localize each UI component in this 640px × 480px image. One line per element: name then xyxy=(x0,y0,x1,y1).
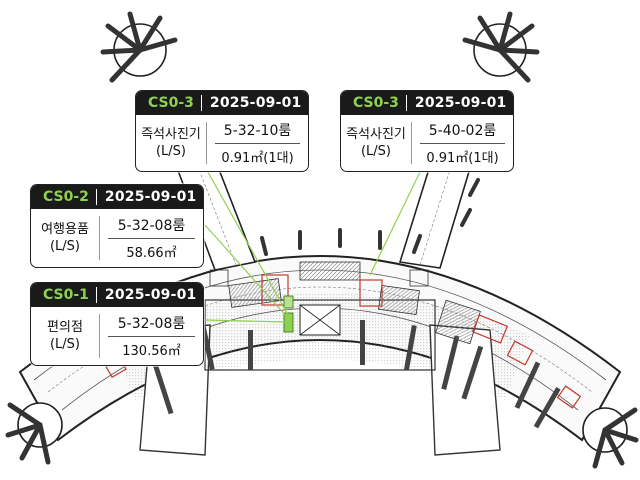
divider xyxy=(411,122,412,164)
divider xyxy=(99,216,100,260)
contract-date: 2025-09-01 xyxy=(104,287,197,303)
boarding-bridges xyxy=(5,11,639,469)
room-number: 5-32-08룸 xyxy=(117,316,186,332)
retail-blocks xyxy=(209,261,481,345)
area-value: 58.66㎡ xyxy=(126,246,177,261)
area-value: 0.91㎡(1대) xyxy=(221,151,294,166)
callout-cs0-1-convenience-store: CS0-1 2025-09-01 편의점 (L/S) 5-32-08룸 130.… xyxy=(30,282,204,366)
divider xyxy=(108,238,195,239)
callout-values: 5-32-10룸 0.91㎡(1대) xyxy=(207,115,308,171)
callout-cs0-3-photo-booth-10: CS0-3 2025-09-01 즉석사진기 (L/S) 5-32-10룸 0.… xyxy=(135,90,309,172)
room-number: 5-32-08룸 xyxy=(117,218,186,234)
room-number: 5-40-02룸 xyxy=(428,123,497,139)
divider xyxy=(215,143,300,144)
callout-header: CS0-2 2025-09-01 xyxy=(31,185,203,209)
zone-code: CS0-3 xyxy=(136,95,202,111)
contract-date: 2025-09-01 xyxy=(104,189,197,205)
callout-cs0-3-photo-booth-02: CS0-3 2025-09-01 즉석사진기 (L/S) 5-40-02룸 0.… xyxy=(340,90,514,172)
store-location-markers xyxy=(283,295,294,333)
category-label: 즉석사진기 (L/S) xyxy=(141,127,201,159)
callout-values: 5-40-02룸 0.91㎡(1대) xyxy=(412,115,513,171)
category-label: 편의점 (L/S) xyxy=(47,320,83,352)
callout-header: CS0-1 2025-09-01 xyxy=(31,283,203,307)
gate-slabs xyxy=(151,320,561,429)
callout-connectors xyxy=(199,157,421,323)
callout-cs0-2-travel-goods: CS0-2 2025-09-01 여행용품 (L/S) 5-32-08룸 58.… xyxy=(30,184,204,268)
highlighted-zones xyxy=(105,274,582,409)
area-value: 130.56㎡ xyxy=(122,344,181,359)
callout-header: CS0-3 2025-09-01 xyxy=(341,91,513,115)
zone-code: CS0-3 xyxy=(341,95,407,111)
category-label: 여행용품 (L/S) xyxy=(41,222,89,254)
contract-date: 2025-09-01 xyxy=(414,95,507,111)
zone-code: CS0-1 xyxy=(31,287,97,303)
zone-code: CS0-2 xyxy=(31,189,97,205)
room-number: 5-32-10룸 xyxy=(223,123,292,139)
category-label: 즉석사진기 (L/S) xyxy=(346,127,406,159)
divider xyxy=(108,336,195,337)
contract-date: 2025-09-01 xyxy=(209,95,302,111)
divider xyxy=(420,143,505,144)
callout-values: 5-32-08룸 58.66㎡ xyxy=(100,209,203,267)
divider xyxy=(99,314,100,358)
callout-values: 5-32-08룸 130.56㎡ xyxy=(100,307,203,365)
callout-header: CS0-3 2025-09-01 xyxy=(136,91,308,115)
divider xyxy=(206,122,207,164)
area-value: 0.91㎡(1대) xyxy=(426,151,499,166)
